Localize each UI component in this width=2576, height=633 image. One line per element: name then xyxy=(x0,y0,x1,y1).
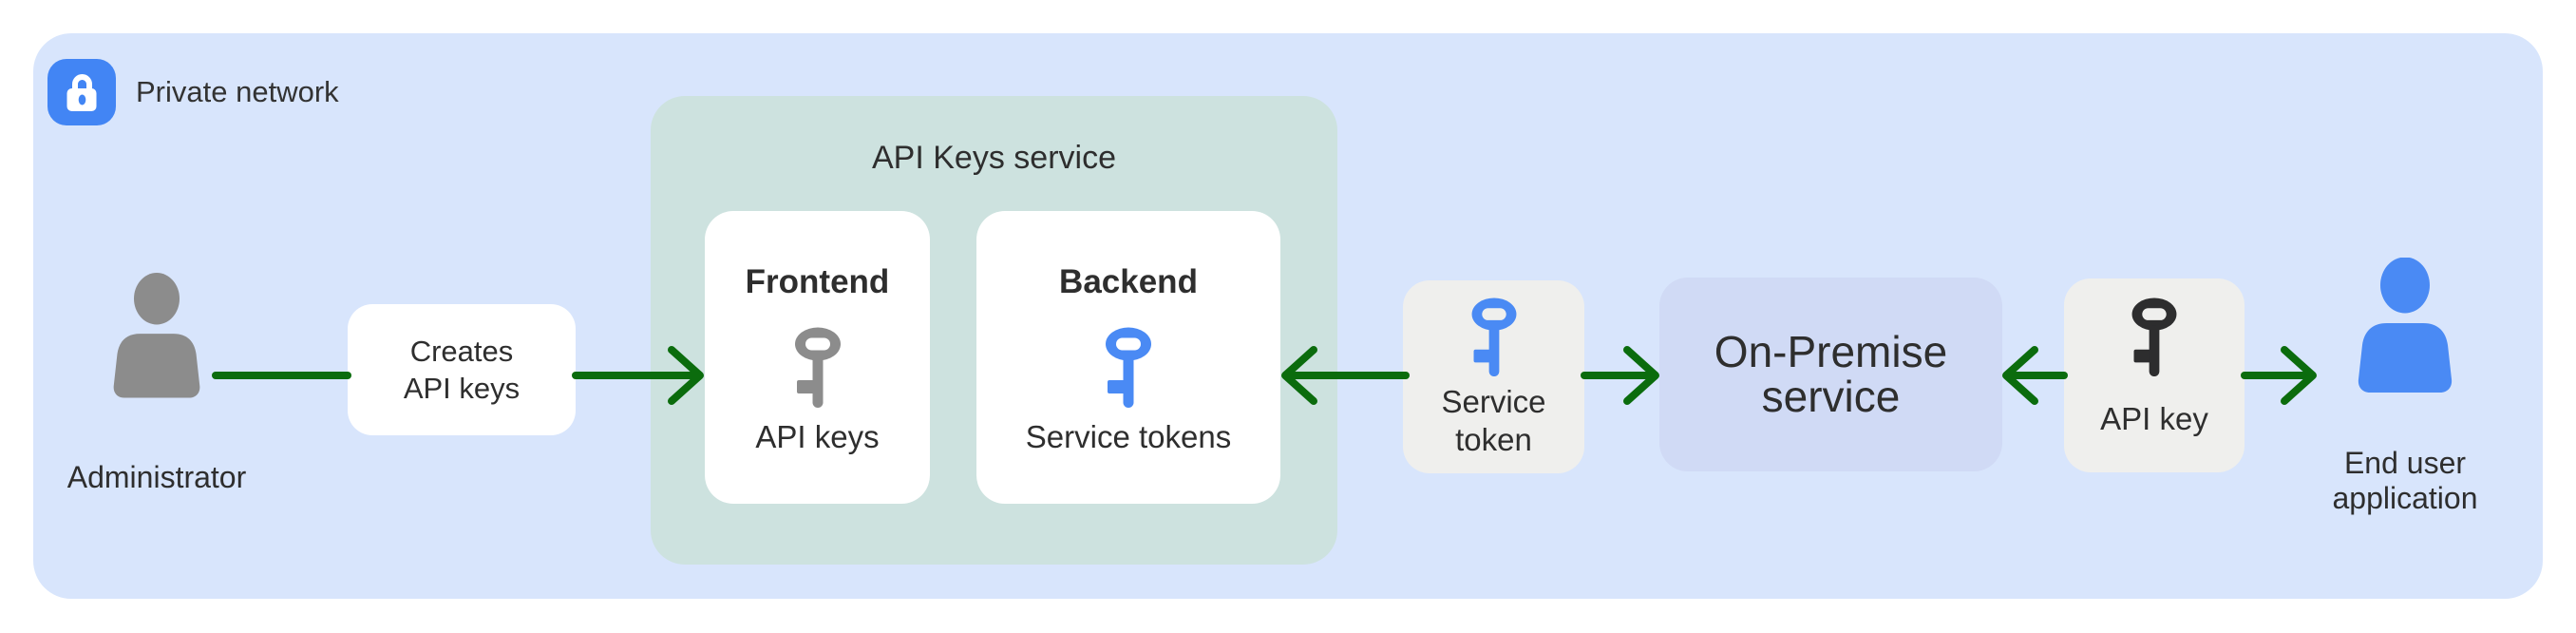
frontend-subtitle: API keys xyxy=(755,419,880,454)
backend-subtitle: Service tokens xyxy=(1025,419,1232,454)
api-keys-service-title: API Keys service xyxy=(872,140,1116,176)
lock-icon xyxy=(66,74,97,111)
api-key-node: API key xyxy=(2064,278,2245,472)
arrow-apikey-to-onpremise xyxy=(2002,346,2068,405)
end-user-label: End user application xyxy=(2332,446,2478,515)
creates-api-keys-line2: API keys xyxy=(403,372,521,405)
creates-api-keys-node: Creates API keys xyxy=(348,304,576,435)
administrator-person-icon xyxy=(113,273,200,398)
backend-title: Backend xyxy=(1059,263,1198,300)
key-icon-blue xyxy=(1471,297,1516,377)
administrator-label: Administrator xyxy=(66,460,247,494)
on-premise-service-node: On-Premise service xyxy=(1659,278,2002,471)
frontend-card: Frontend API keys xyxy=(705,211,930,504)
on-premise-line1: On-Premise xyxy=(1714,327,1948,376)
on-premise-line2: service xyxy=(1761,372,1901,421)
service-token-node: Service token xyxy=(1403,280,1584,473)
private-network-panel: Private network Administrator Creates AP… xyxy=(33,33,2543,599)
backend-card: Backend Service tokens xyxy=(976,211,1280,504)
private-network-label: Private network xyxy=(136,75,339,108)
end-user-person-icon xyxy=(2358,258,2453,393)
private-network-badge xyxy=(47,59,116,125)
service-token-label: Service token xyxy=(1441,384,1546,457)
creates-api-keys-line1: Creates xyxy=(409,335,514,368)
key-icon-dark xyxy=(2131,297,2177,377)
key-icon-gray xyxy=(794,327,841,408)
arrow-servicetoken-to-onpremise xyxy=(1581,346,1659,405)
api-keys-service-group: API Keys service Frontend API keys Backe… xyxy=(651,96,1337,565)
key-icon-blue xyxy=(1106,327,1151,408)
api-key-label: API key xyxy=(2100,401,2208,436)
frontend-title: Frontend xyxy=(745,263,890,300)
arrow-apikey-to-enduser xyxy=(2241,346,2317,405)
